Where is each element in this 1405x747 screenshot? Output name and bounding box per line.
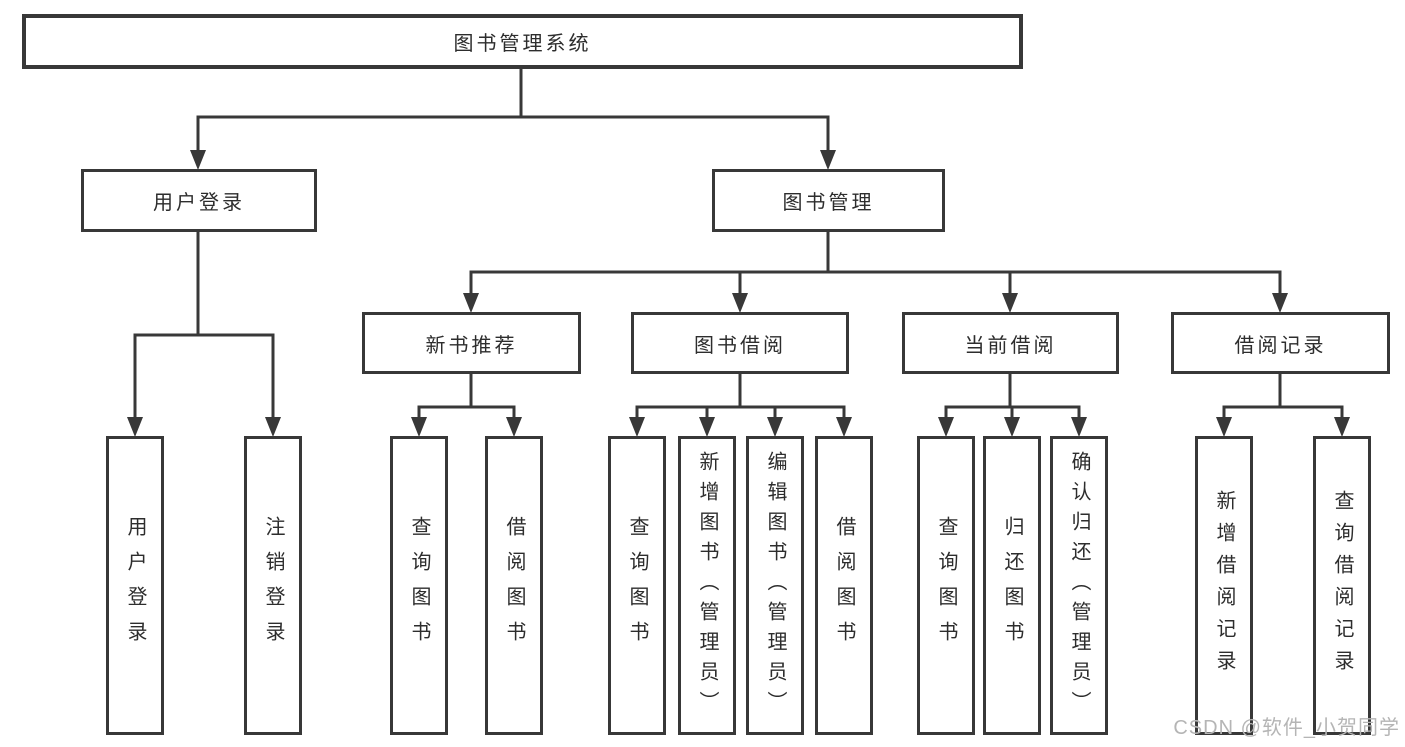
leaf-borrow-book-recommend: 借阅图书 bbox=[485, 436, 543, 735]
leaf-borrow-book-recommend-label: 借阅图书 bbox=[503, 515, 525, 656]
leaf-query-borrow-record: 查询借阅记录 bbox=[1313, 436, 1371, 735]
leaf-edit-book-admin: 编辑图书（管理员） bbox=[746, 436, 804, 735]
leaf-confirm-return-admin: 确认归还（管理员） bbox=[1050, 436, 1108, 735]
leaf-query-book-current: 查询图书 bbox=[917, 436, 975, 735]
leaf-query-book-recommend: 查询图书 bbox=[390, 436, 448, 735]
connector-borrow-record-children bbox=[1216, 374, 1350, 437]
leaf-query-book-borrow: 查询图书 bbox=[608, 436, 666, 735]
connector-book-borrow-children bbox=[629, 374, 852, 437]
node-borrow-records: 借阅记录 bbox=[1171, 312, 1390, 374]
node-new-book-recommend: 新书推荐 bbox=[362, 312, 581, 374]
leaf-user-login: 用户登录 bbox=[106, 436, 164, 735]
leaf-add-book-admin: 新增图书（管理员） bbox=[678, 436, 736, 735]
leaf-logout: 注销登录 bbox=[244, 436, 302, 735]
connector-new-book-children bbox=[411, 374, 522, 437]
leaf-query-book-borrow-label: 查询图书 bbox=[626, 515, 648, 656]
leaf-confirm-return-admin-label: 确认归还（管理员） bbox=[1068, 450, 1090, 721]
node-user-login: 用户登录 bbox=[81, 169, 317, 232]
connector-user-login-children bbox=[127, 232, 281, 437]
node-book-borrow: 图书借阅 bbox=[631, 312, 849, 374]
watermark: CSDN @软件_小贺同学 bbox=[1173, 717, 1400, 739]
leaf-query-book-current-label: 查询图书 bbox=[935, 515, 957, 656]
leaf-user-login-label: 用户登录 bbox=[124, 515, 146, 656]
leaf-add-borrow-record-label: 新增借阅记录 bbox=[1213, 489, 1235, 682]
leaf-query-book-recommend-label: 查询图书 bbox=[408, 515, 430, 656]
connector-current-borrow-children bbox=[938, 374, 1087, 437]
leaf-borrow-book-label: 借阅图书 bbox=[833, 515, 855, 656]
leaf-logout-label: 注销登录 bbox=[262, 515, 284, 656]
node-current-borrow: 当前借阅 bbox=[902, 312, 1119, 374]
leaf-edit-book-admin-label: 编辑图书（管理员） bbox=[764, 450, 786, 721]
connector-book-mgmt-to-level2 bbox=[463, 232, 1288, 313]
leaf-add-book-admin-label: 新增图书（管理员） bbox=[696, 450, 718, 721]
node-book-management: 图书管理 bbox=[712, 169, 945, 232]
leaf-return-book: 归还图书 bbox=[983, 436, 1041, 735]
leaf-borrow-book: 借阅图书 bbox=[815, 436, 873, 735]
node-root: 图书管理系统 bbox=[22, 14, 1023, 69]
connector-root-to-level1 bbox=[190, 69, 836, 170]
leaf-add-borrow-record: 新增借阅记录 bbox=[1195, 436, 1253, 735]
leaf-return-book-label: 归还图书 bbox=[1001, 515, 1023, 656]
leaf-query-borrow-record-label: 查询借阅记录 bbox=[1331, 489, 1353, 682]
